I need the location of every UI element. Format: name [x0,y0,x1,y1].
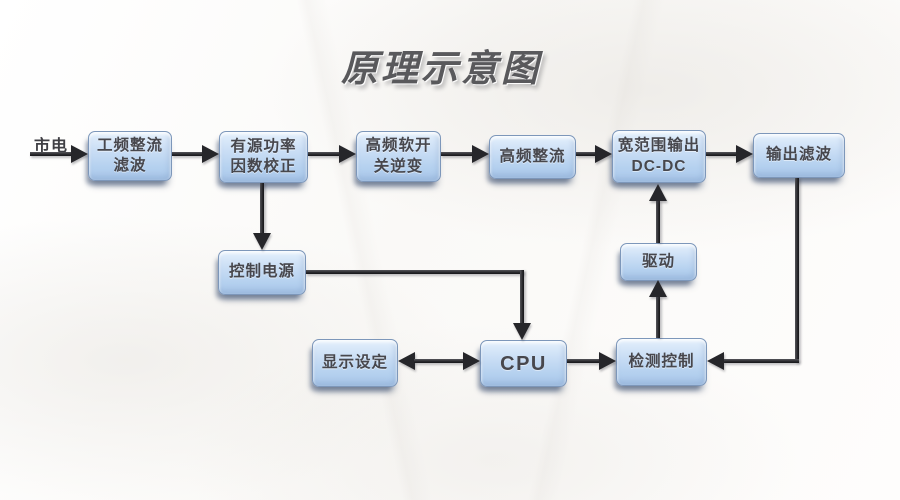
arrow-cpu-to-display-head [398,352,415,370]
arrow-inverter-to-hfrectifier-line [441,152,472,156]
arrow-dcdc-to-outputfilter-line [706,152,736,156]
arrow-hfrectifier-to-dcdc-line [576,152,595,156]
arrow-cpu-to-detection-head [599,352,616,370]
arrow-mains-to-rectifier-head [71,145,88,163]
arrow-controlpower-to-cpu-line [306,270,524,274]
arrow-hfrectifier-to-dcdc-head [595,145,612,163]
arrow-rectifier-to-pfc-line [172,152,202,156]
arrow-driver-to-dcdc-head [649,184,667,201]
node-active-pfc: 有源功率 因数校正 [219,131,308,183]
node-hf-rectifier: 高频整流 [489,135,576,179]
arrow-inverter-to-hfrectifier-head [472,145,489,163]
arrow-outputfilter-to-detection-head [707,352,724,370]
arrow-controlpower-to-cpu-head [513,323,531,340]
arrow-pfc-to-controlpower-line [260,183,264,233]
node-mains-rectifier-filter: 工频整流 滤波 [88,131,172,181]
arrow-cpu-display-line [414,359,464,363]
arrow-cpu-to-detection-line [567,359,599,363]
node-driver: 驱动 [620,243,697,281]
node-cpu: CPU [480,340,567,387]
arrow-detection-to-driver-line [656,297,660,338]
arrow-controlpower-to-cpu-line2 [520,270,524,323]
arrow-dcdc-to-outputfilter-head [736,145,753,163]
node-detection-control: 检测控制 [616,338,707,386]
node-display-setting: 显示设定 [312,339,398,387]
arrow-pfc-to-inverter-head [339,145,356,163]
node-hf-soft-switch-inverter: 高频软开 关逆变 [356,131,441,182]
arrow-detection-to-driver-head [649,280,667,297]
arrow-driver-to-dcdc-line [656,201,660,243]
arrow-mains-to-rectifier-line [30,152,71,156]
arrow-pfc-to-controlpower-head [253,233,271,250]
arrow-outputfilter-to-detection-line2 [723,359,799,363]
node-output-filter: 输出滤波 [753,133,845,178]
arrow-pfc-to-inverter-line [308,152,339,156]
arrow-outputfilter-to-detection-line [795,178,799,363]
node-control-power: 控制电源 [218,250,306,295]
diagram-title: 原理示意图 [341,48,541,89]
mains-input-label: 市电 [34,138,69,155]
arrow-display-to-cpu-head [463,352,480,370]
node-wide-range-dcdc: 宽范围输出 DC-DC [612,130,706,183]
arrow-rectifier-to-pfc-head [202,145,219,163]
